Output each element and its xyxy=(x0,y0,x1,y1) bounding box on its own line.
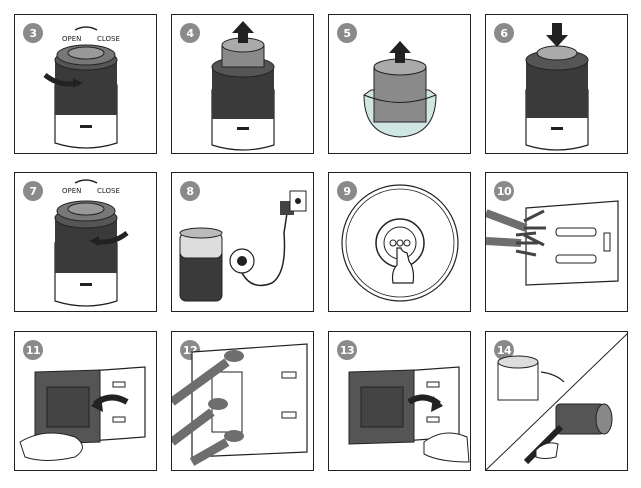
clean-surface-vacuum-icon xyxy=(486,333,627,470)
step-8-panel: 8 xyxy=(171,172,314,312)
purifier-filter-lift-icon xyxy=(211,21,275,151)
open-label: OPEN xyxy=(62,187,82,195)
step-number-badge: 14 xyxy=(494,340,514,360)
step-number-badge: 6 xyxy=(494,23,514,43)
close-label: CLOSE xyxy=(97,35,120,43)
power-button-press-icon xyxy=(341,184,459,302)
step-3-panel: 3 OPEN CLOSE xyxy=(14,14,157,154)
step-5-panel: 5 xyxy=(328,14,471,154)
step-number-badge: 3 xyxy=(23,23,43,43)
step-number-badge: 13 xyxy=(337,340,357,360)
step-number-badge: 7 xyxy=(23,181,43,201)
purifier-lid-rotate-open-icon xyxy=(43,26,118,149)
filter-remove-from-bag-icon xyxy=(363,41,437,138)
close-label: CLOSE xyxy=(97,187,120,195)
step-number-badge: 4 xyxy=(180,23,200,43)
step-number-badge: 9 xyxy=(337,181,357,201)
purifier-filter-insert-icon xyxy=(525,23,589,151)
step-6-panel: 6 xyxy=(485,14,628,154)
open-label: OPEN xyxy=(62,35,82,43)
step-7-panel: 7 OPEN CLOSE xyxy=(14,172,157,312)
step-13-panel: 13 xyxy=(328,331,471,471)
step-12-panel: 12 xyxy=(171,331,314,471)
brush-clean-panel-icon xyxy=(486,200,619,286)
step-10-panel: 10 xyxy=(485,172,628,312)
step-14-panel: 14 xyxy=(485,331,628,471)
step-number-badge: 8 xyxy=(180,181,200,201)
power-plug-connect-icon xyxy=(179,190,307,302)
brush-clean-sensor-icon xyxy=(172,343,308,466)
step-4-panel: 4 xyxy=(171,14,314,154)
step-number-badge: 11 xyxy=(23,340,43,360)
panel-reattach-icon xyxy=(348,366,470,463)
step-9-panel: 9 xyxy=(328,172,471,312)
step-11-panel: 11 xyxy=(14,331,157,471)
step-number-badge: 5 xyxy=(337,23,357,43)
purifier-lid-rotate-close-icon xyxy=(54,179,129,307)
panel-remove-icon xyxy=(19,366,146,461)
step-number-badge: 10 xyxy=(494,181,514,201)
